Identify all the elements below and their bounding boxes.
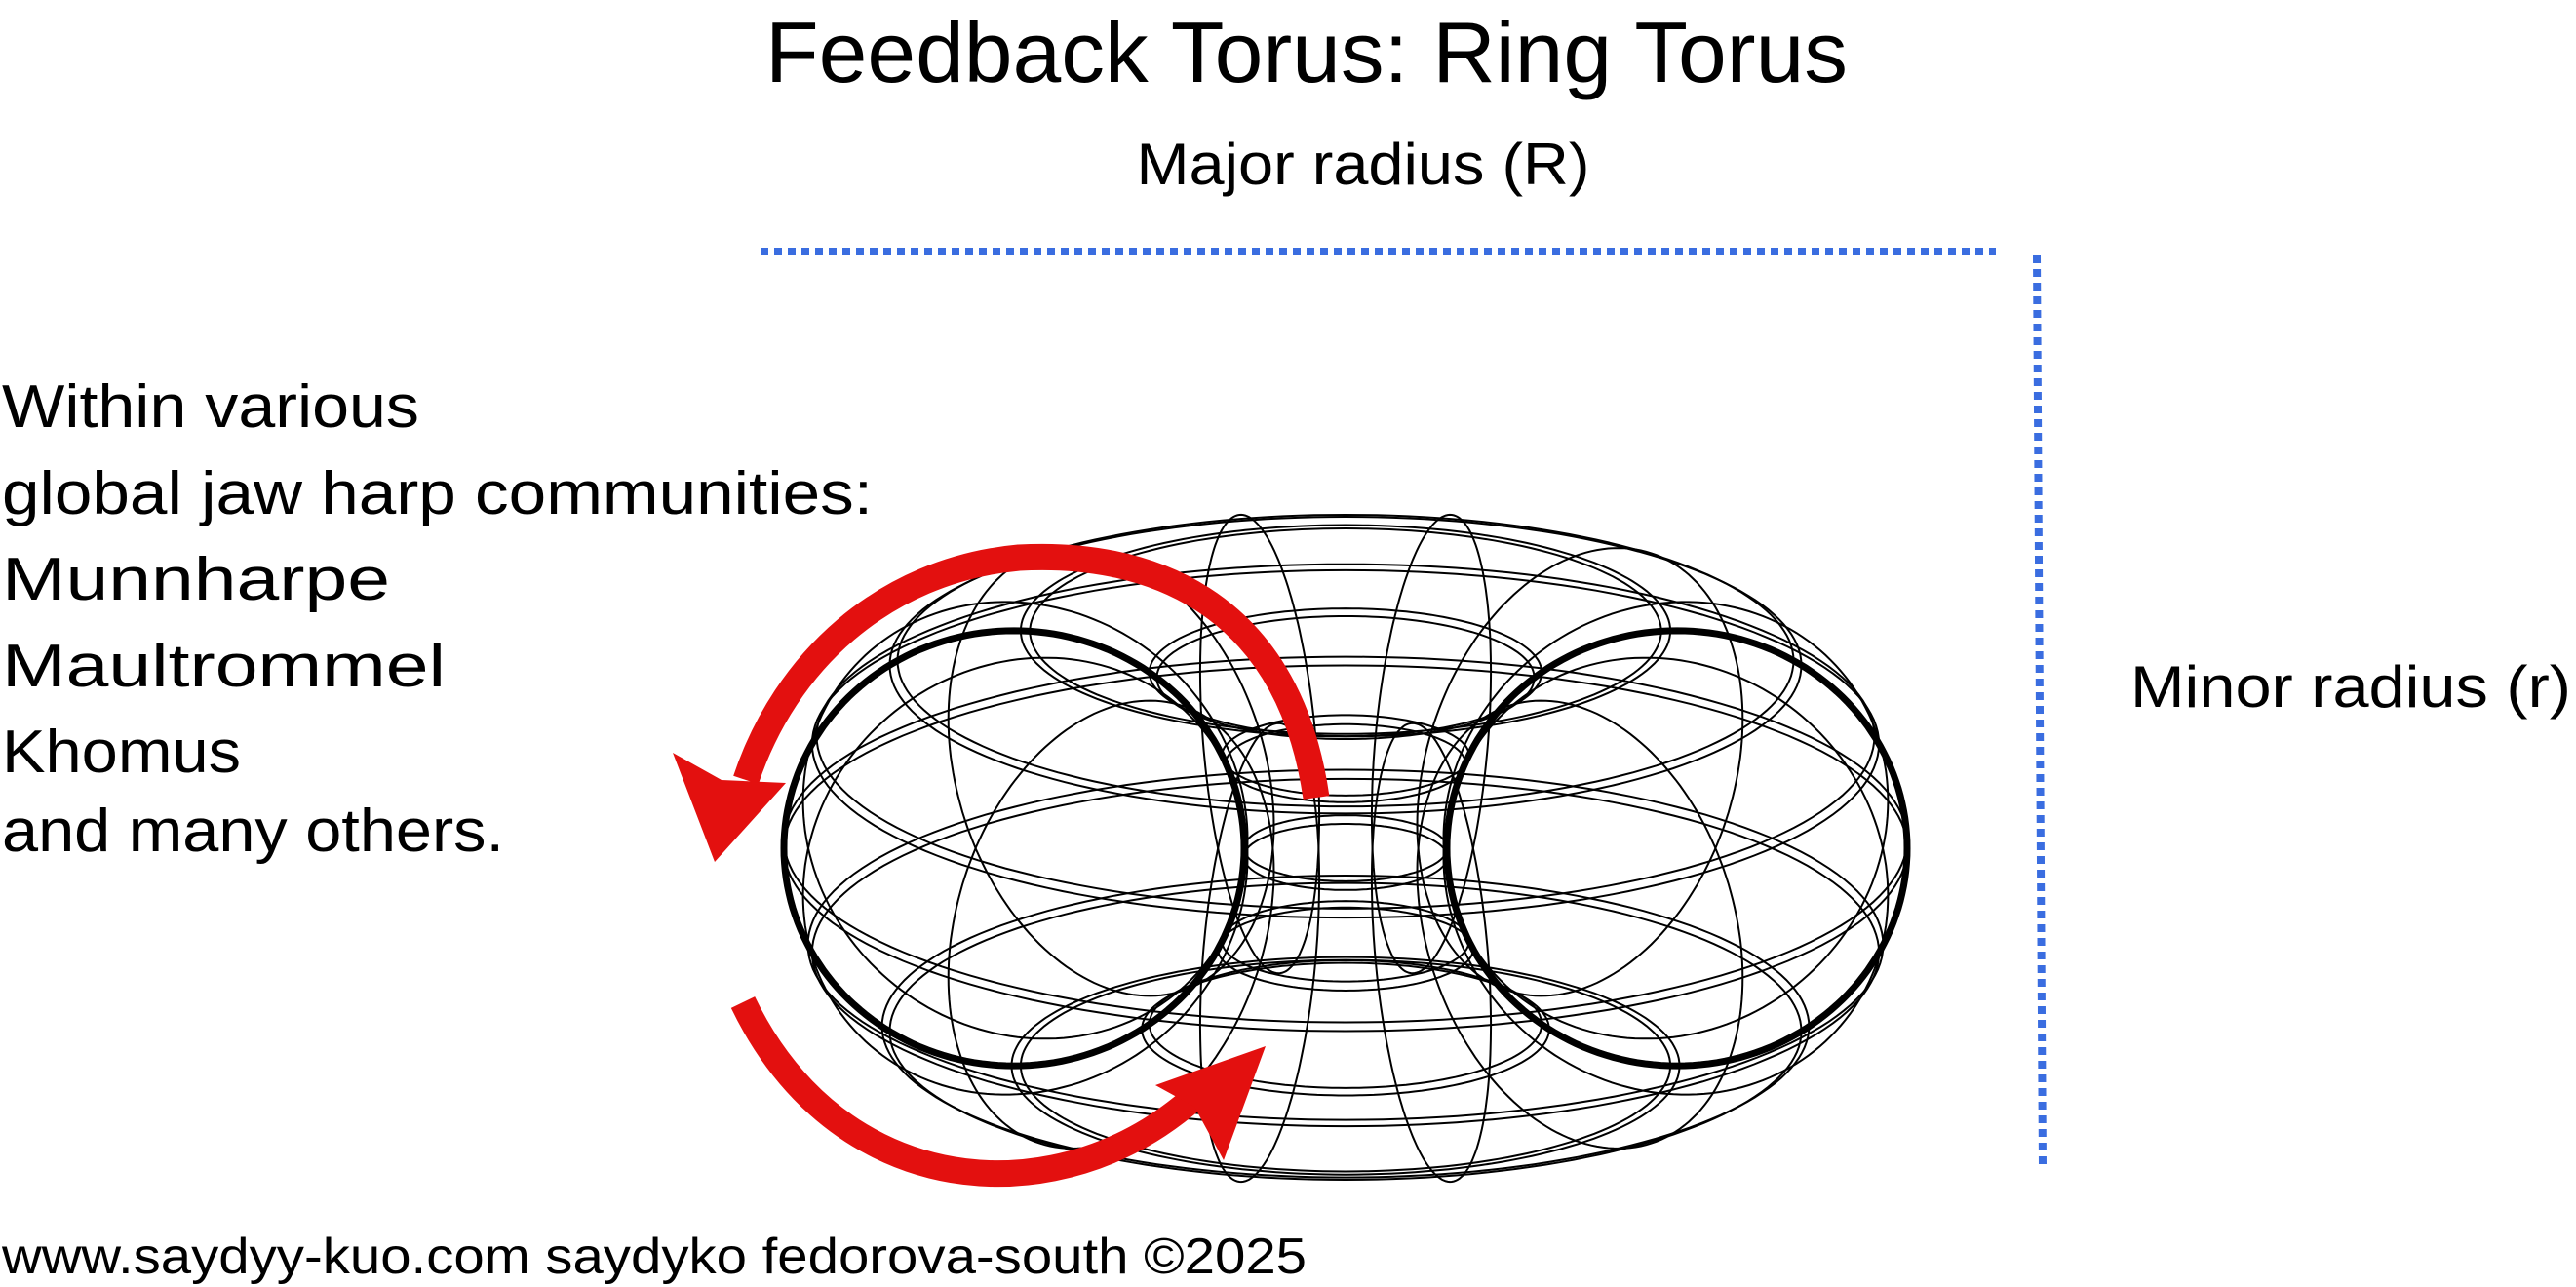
torus-parallel-line — [782, 664, 1908, 1033]
left-text-block: Within various global jaw harp communiti… — [2, 373, 873, 865]
torus-cross-section-circle — [1443, 627, 1911, 1070]
upper-feedback-arrow-arc — [733, 543, 1330, 800]
torus-parallel-line — [810, 568, 1881, 919]
torus-parallel-line — [806, 768, 1885, 1121]
torus-meridian-line — [1370, 513, 1493, 975]
torus-meridian-line — [947, 699, 1275, 1150]
lower-arrowhead-icon — [1155, 1046, 1266, 1160]
torus-meridian-line — [801, 656, 1249, 1096]
torus-meridian-line — [1416, 699, 1744, 1150]
lower-feedback-arrow-arc — [730, 996, 1219, 1188]
torus-wireframe — [780, 513, 1911, 1184]
torus-meridian-line — [801, 601, 1249, 1040]
torus-parallel-line — [810, 777, 1881, 1128]
footer-credit: www.saydyy-kuo.com saydyko fedorova-sout… — [1, 1228, 1307, 1285]
diagram-title: Feedback Torus: Ring Torus — [765, 4, 1848, 100]
feedback-arrows — [673, 543, 1330, 1188]
torus-meridian-line — [1442, 601, 1890, 1040]
upper-arrowhead-icon — [673, 753, 786, 862]
torus-meridian-line — [1442, 656, 1890, 1096]
torus-parallel-line — [880, 874, 1811, 1179]
minor-radius-label: Minor radius (r) — [2130, 654, 2571, 720]
left-text-line: Within various — [2, 373, 419, 441]
left-text-line: Munnharpe — [2, 546, 390, 613]
major-radius-label: Major radius (R) — [1137, 132, 1590, 197]
torus-meridian-line — [1416, 547, 1744, 997]
torus-cross-section-circle — [780, 627, 1248, 1070]
torus-meridian-line — [1370, 722, 1493, 1184]
left-text-line: and many others. — [2, 798, 504, 865]
left-text-line: global jaw harp communities: — [2, 460, 873, 527]
torus-meridian-line — [1198, 513, 1321, 975]
left-text-line: Khomus — [2, 719, 241, 786]
left-text-line: Maultrommel — [2, 633, 446, 700]
torus-parallel-line — [783, 655, 1908, 1024]
minor-radius-dimension-line — [2033, 254, 2047, 1167]
torus-meridian-line — [1198, 722, 1321, 1184]
